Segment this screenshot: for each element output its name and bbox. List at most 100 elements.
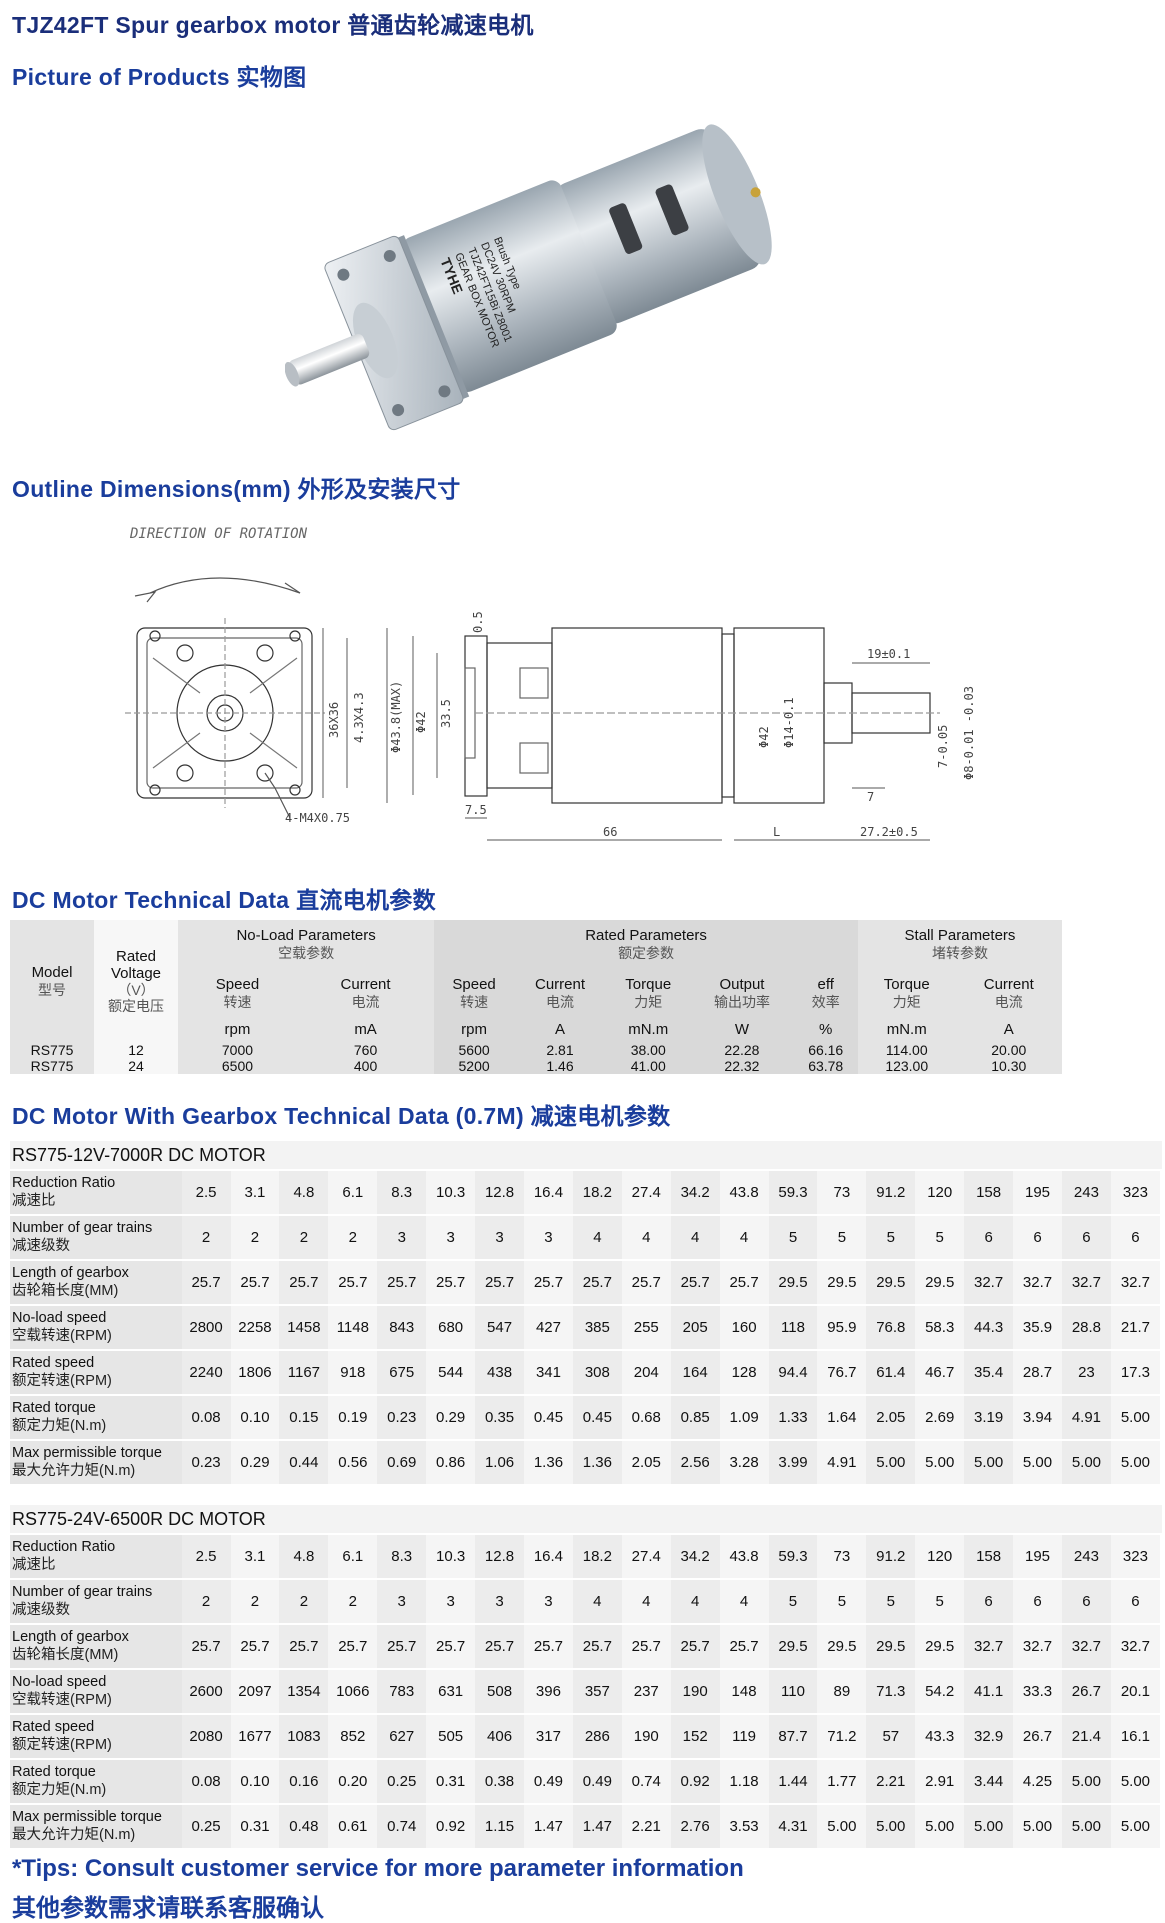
table-cell: 10.30 — [955, 1058, 1062, 1075]
table-cell: 120 — [915, 1535, 965, 1580]
table-cell: 25.7 — [181, 1624, 231, 1670]
table-cell: 0.49 — [523, 1759, 573, 1805]
table-cell: 158 — [964, 1535, 1014, 1580]
dim-shaft-diameter: Φ8-0.01 -0.03 — [962, 686, 976, 780]
table-cell: 29.5 — [915, 1624, 965, 1670]
table-cell: 1066 — [328, 1669, 378, 1715]
table-cell: 73 — [817, 1171, 867, 1216]
dim-boss-diameter: Φ14-0.1 — [782, 697, 796, 748]
table-cell: 1.09 — [719, 1395, 769, 1441]
table-cell: 2 — [279, 1579, 329, 1625]
table-cell: 2800 — [181, 1305, 231, 1351]
table-cell: 1.06 — [475, 1440, 524, 1486]
table-cell: 4 — [621, 1579, 671, 1625]
table-cell: 406 — [475, 1714, 524, 1760]
table-cell: 87.7 — [768, 1714, 818, 1760]
table-cell: 0.10 — [230, 1395, 280, 1441]
table-cell: 438 — [475, 1350, 524, 1396]
table-cell: 255 — [621, 1305, 671, 1351]
table-cell: 0.31 — [230, 1804, 280, 1850]
table-cell: 16.1 — [1110, 1714, 1160, 1760]
tips-english: *Tips: Consult customer service for more… — [12, 1855, 744, 1882]
table-cell: 5.00 — [1013, 1804, 1062, 1850]
table-cell: 25.7 — [230, 1260, 280, 1306]
table-cell: 16.4 — [523, 1535, 573, 1580]
table-cell: 6 — [1061, 1215, 1111, 1261]
table-cell: 0.19 — [328, 1395, 378, 1441]
table-cell: 0.08 — [181, 1759, 231, 1805]
table-cell: 35.4 — [964, 1350, 1014, 1396]
table-cell: 2 — [181, 1579, 231, 1625]
table-cell: 0.45 — [572, 1395, 622, 1441]
table-cell: 2 — [181, 1215, 231, 1261]
gear-table-title-24v: RS775-24V-6500R DC MOTOR — [10, 1505, 1162, 1533]
table-cell: 25.7 — [230, 1624, 280, 1670]
table-cell: 44.3 — [964, 1305, 1014, 1351]
table-cell: 38.00 — [606, 1042, 691, 1059]
table-cell: 505 — [426, 1714, 476, 1760]
table-cell: 3 — [377, 1579, 427, 1625]
product-photo: TYHE GEAR BOX MOTOR TJZ42FT15Bi Z8001 DC… — [284, 112, 845, 432]
table-cell: 6.1 — [328, 1171, 378, 1216]
table-cell: 25.7 — [523, 1624, 573, 1670]
table-cell: 91.2 — [866, 1535, 916, 1580]
dim-square: 36X36 — [327, 702, 341, 738]
table-cell: 158 — [964, 1171, 1014, 1216]
table-cell: 323 — [1110, 1535, 1160, 1580]
table-cell: 32.9 — [964, 1714, 1014, 1760]
dc-col-unit: mN.m — [606, 1018, 691, 1042]
table-cell: 27.4 — [621, 1171, 671, 1216]
table-cell: 4 — [719, 1579, 769, 1625]
table-cell: 5.00 — [915, 1440, 965, 1486]
table-cell: 91.2 — [866, 1171, 916, 1216]
table-cell: 25.7 — [524, 1260, 573, 1306]
table-cell: 0.49 — [572, 1759, 622, 1805]
table-cell: 5 — [866, 1579, 916, 1625]
table-cell: 2097 — [230, 1669, 280, 1715]
table-cell: RS775 — [10, 1042, 94, 1059]
table-cell: 631 — [426, 1669, 476, 1715]
table-cell: 323 — [1110, 1171, 1160, 1216]
table-cell: 1.15 — [475, 1804, 524, 1850]
table-cell: 0.29 — [230, 1440, 280, 1486]
table-cell: 3 — [426, 1215, 476, 1261]
table-cell: 0.85 — [670, 1395, 720, 1441]
table-cell: 3 — [475, 1579, 524, 1625]
table-cell: 118 — [768, 1305, 818, 1351]
table-cell: 396 — [523, 1669, 573, 1715]
table-cell: 2.5 — [181, 1171, 231, 1216]
table-cell: 190 — [670, 1669, 720, 1715]
table-cell: 0.86 — [426, 1440, 476, 1486]
table-cell: 2 — [230, 1579, 280, 1625]
table-cell: 89 — [817, 1669, 867, 1715]
table-cell: 0.69 — [377, 1440, 427, 1486]
dc-col-unit: mA — [296, 1018, 435, 1042]
dim-output-length: 27.2±0.5 — [860, 825, 918, 839]
dc-col-unit: A — [513, 1018, 607, 1042]
table-cell: 0.16 — [279, 1759, 329, 1805]
table-cell: 1458 — [279, 1305, 329, 1351]
table-cell: 4 — [572, 1215, 622, 1261]
table-cell: 547 — [475, 1305, 524, 1351]
table-cell: 24 — [94, 1058, 178, 1075]
dc-col-unit: W — [690, 1018, 794, 1042]
table-cell: 29.5 — [768, 1260, 818, 1306]
table-cell: 3.99 — [768, 1440, 818, 1486]
table-cell: 1.33 — [768, 1395, 818, 1441]
table-cell: 5.00 — [915, 1804, 965, 1850]
table-cell: 5 — [915, 1579, 965, 1625]
table-cell: 1.44 — [768, 1759, 818, 1805]
dim-flat: 7-0.05 — [936, 725, 950, 768]
table-cell: 2.21 — [866, 1759, 916, 1805]
